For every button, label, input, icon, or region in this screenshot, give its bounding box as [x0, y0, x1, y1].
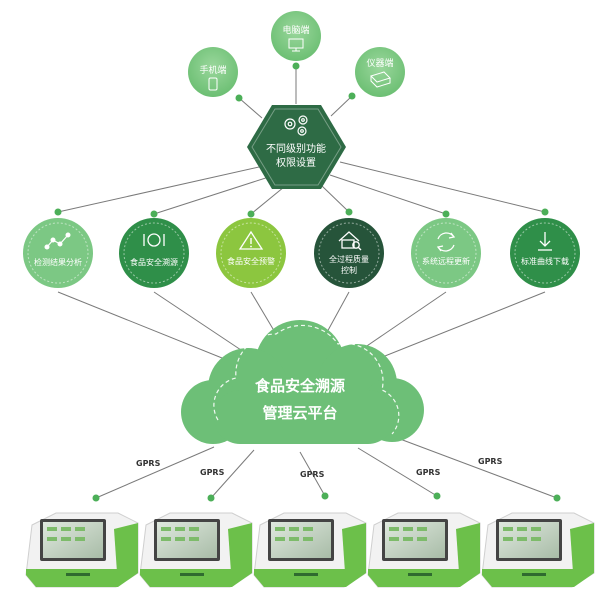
detector-device	[139, 512, 253, 588]
module-remote-update: 系统远程更新	[411, 218, 481, 288]
line-chart-icon	[44, 232, 71, 250]
gprs-label: GPRS	[478, 457, 503, 466]
instrument-icon	[370, 71, 391, 88]
monitor-icon	[288, 38, 304, 52]
gprs-label: GPRS	[300, 470, 325, 479]
cloud-platform: 食品安全溯源 管理云平台	[181, 320, 424, 444]
cloud-title-line2: 管理云平台	[262, 404, 337, 422]
hub-label-line1: 不同级别功能	[266, 142, 326, 155]
terminal-mobile: 手机端	[188, 47, 238, 97]
sync-icon	[436, 232, 456, 252]
module-quality-control: 全过程质量 控制	[314, 218, 384, 288]
gprs-label: GPRS	[200, 468, 225, 477]
terminal-instrument: 仪器端	[355, 47, 405, 97]
cloud-title-line1: 食品安全溯源	[255, 377, 345, 395]
terminal-instrument-label: 仪器端	[366, 57, 393, 69]
detector-device	[367, 512, 481, 588]
detector-device	[25, 512, 139, 588]
download-icon	[538, 232, 552, 251]
connector-lines	[57, 66, 558, 499]
detector-device	[253, 512, 367, 588]
permission-hub: 不同级别功能 权限设置	[247, 105, 346, 189]
terminal-pc: 电脑端	[271, 11, 321, 61]
gears-icon	[284, 115, 308, 136]
warning-icon	[238, 230, 264, 250]
module-curve-download: 标准曲线下载	[510, 218, 580, 288]
device-row	[25, 512, 595, 588]
gprs-label: GPRS	[416, 468, 441, 477]
module-label: 食品安全溯源	[130, 257, 178, 267]
gprs-label: GPRS	[136, 459, 161, 468]
module-label: 食品安全预警	[227, 256, 275, 266]
detector-device	[481, 512, 595, 588]
module-label: 检测结果分析	[34, 257, 82, 267]
module-label: 控制	[341, 265, 357, 275]
module-result-analysis: 检测结果分析	[23, 218, 93, 288]
module-label: 全过程质量	[329, 254, 369, 264]
terminal-mobile-label: 手机端	[199, 64, 226, 76]
house-search-icon	[338, 231, 362, 251]
connector-dots	[54, 62, 561, 502]
phone-icon	[208, 77, 218, 91]
hub-label-line2: 权限设置	[276, 156, 316, 169]
module-label: 系统远程更新	[422, 256, 470, 266]
module-warning: 食品安全预警	[216, 218, 286, 288]
dining-icon	[143, 233, 165, 247]
module-label: 标准曲线下载	[521, 256, 569, 266]
terminal-pc-label: 电脑端	[282, 24, 309, 36]
module-traceability: 食品安全溯源	[119, 218, 189, 288]
